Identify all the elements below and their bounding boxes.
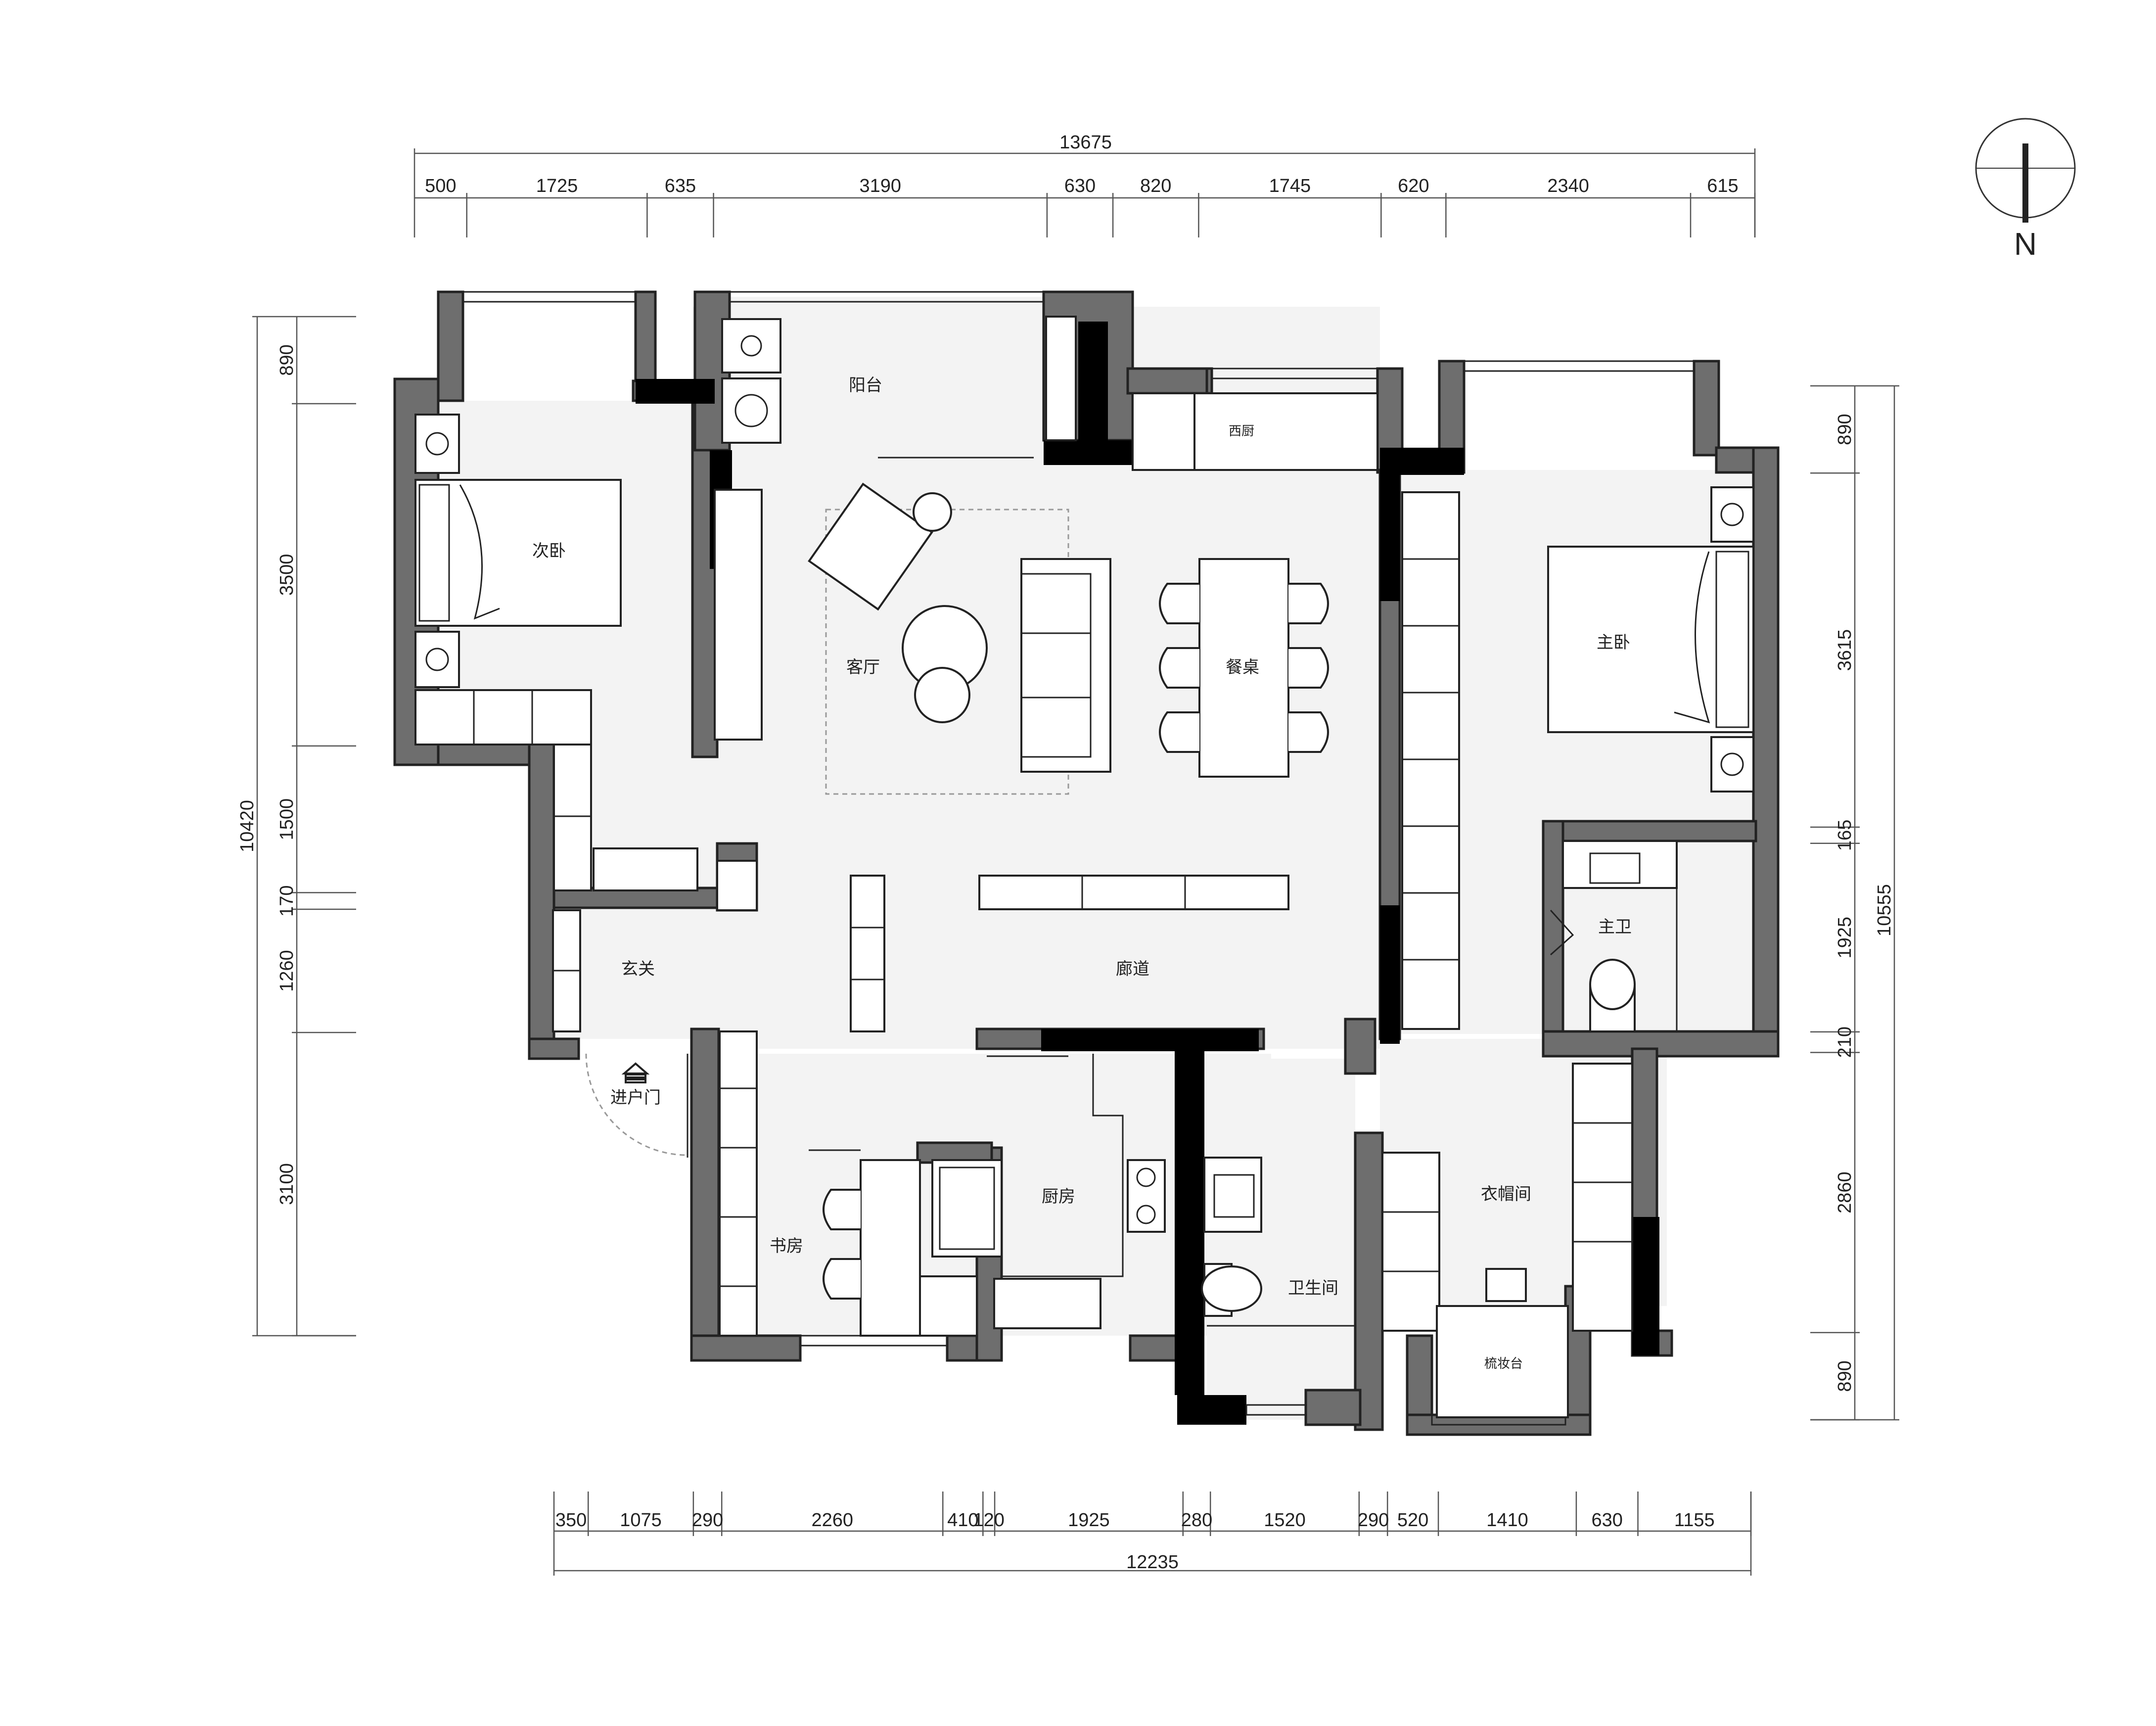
living-room-furniture [714, 482, 1111, 795]
room-label-master-bedroom: 主卧 [1597, 633, 1630, 653]
room-label-foyer: 玄关 [621, 959, 655, 979]
dim-top-segment: 2340 [1547, 176, 1589, 196]
dim-top-segment: 615 [1707, 176, 1738, 196]
windows [462, 291, 1695, 1426]
cloakroom-furniture [1381, 1063, 1633, 1418]
room-label-corridor: 廊道 [1116, 959, 1149, 979]
dim-bottom-segment: 290 [1358, 1510, 1389, 1531]
room-label-dining-table: 餐桌 [1226, 657, 1259, 677]
dim-top-segment: 820 [1140, 176, 1171, 196]
dim-top-segment: 630 [1064, 176, 1096, 196]
structural-walls [636, 322, 1659, 1425]
dim-bottom-segment: 350 [555, 1510, 587, 1531]
dim-bottom-segment: 1520 [1264, 1510, 1306, 1531]
dim-bottom-segment: 630 [1592, 1510, 1623, 1531]
dim-right-segment: 2860 [1835, 1171, 1855, 1213]
dim-left-segment: 170 [276, 886, 297, 917]
dim-bottom-segment: 1410 [1486, 1510, 1528, 1531]
room-label-master-bath: 主卫 [1598, 917, 1632, 937]
dim-top-segment: 500 [425, 176, 456, 196]
dim-bottom-segment: 1075 [620, 1510, 662, 1531]
kitchen-furniture [931, 1054, 1166, 1329]
dim-right-segment: 165 [1835, 820, 1855, 851]
dim-left-segment: 3500 [276, 554, 297, 596]
room-label-bathroom: 卫生间 [1288, 1278, 1338, 1298]
dim-right-segment: 3615 [1835, 629, 1855, 671]
dim-right-segment: 890 [1835, 414, 1855, 445]
room-label-west-kitchen: 西厨 [1229, 424, 1254, 439]
room-label-balcony: 阳台 [849, 375, 882, 395]
dim-right-segment: 890 [1835, 1360, 1855, 1392]
dim-left-segment: 1500 [276, 798, 297, 840]
master-bedroom-furniture [1547, 486, 1754, 793]
balcony-appliances [721, 316, 1378, 471]
corridor-cabinets [552, 491, 1460, 1337]
dim-bottom-segment: 120 [973, 1510, 1004, 1531]
room-label-second-bedroom: 次卧 [532, 541, 566, 561]
dim-left-segment: 3100 [276, 1163, 297, 1205]
dim-bottom-segment: 520 [1397, 1510, 1428, 1531]
dim-bottom-segment: 1155 [1674, 1510, 1715, 1531]
room-labels: 阳台 西厨 次卧 客厅 餐桌 主卧 主卫 玄关 廊道 进户门 书房 厨房 卫生间… [532, 375, 1632, 1371]
dim-bottom-segment: 280 [1181, 1510, 1212, 1531]
dim-left-segment: 1260 [276, 950, 297, 992]
dim-bottom-segment: 410 [947, 1510, 978, 1531]
dim-top-total: 13675 [1059, 132, 1112, 153]
room-label-living-room: 客厅 [846, 657, 880, 677]
dim-bottom-total: 12235 [1126, 1552, 1179, 1573]
room-label-study: 书房 [770, 1236, 803, 1256]
room-label-vanity: 梳妆台 [1484, 1356, 1523, 1371]
dim-top-segment: 3190 [859, 176, 901, 196]
dim-left-segment: 890 [276, 344, 297, 375]
dim-right-segment: 1925 [1835, 917, 1855, 959]
dim-left-total: 10420 [237, 800, 258, 852]
dim-top-segment: 635 [665, 176, 696, 196]
master-bath-fixtures [1550, 840, 1678, 1032]
dim-right-total: 10555 [1874, 884, 1895, 936]
dim-right-segment: 210 [1835, 1026, 1855, 1058]
dim-bottom-segment: 2260 [811, 1510, 853, 1531]
room-label-entry-door: 进户门 [610, 1088, 661, 1108]
dimension-lines [252, 148, 1899, 1576]
north-compass: N [1975, 118, 2076, 262]
dining-furniture [1159, 558, 1329, 778]
dim-bottom-segment: 290 [692, 1510, 723, 1531]
dim-top-segment: 1725 [536, 176, 578, 196]
dim-bottom-segment: 1925 [1068, 1510, 1110, 1531]
dim-top-segment: 620 [1398, 176, 1429, 196]
compass-north-label: N [2014, 226, 2037, 262]
second-bedroom-furniture [414, 414, 758, 911]
dimension-labels: 13675 500 1725 635 3190 630 820 1745 620 2340 615… [237, 132, 1895, 1573]
bathroom-fixtures [1201, 1157, 1355, 1327]
room-label-cloakroom: 衣帽间 [1481, 1184, 1531, 1204]
room-label-kitchen: 厨房 [1042, 1187, 1075, 1207]
dim-top-segment: 1745 [1269, 176, 1311, 196]
study-furniture [809, 1149, 978, 1337]
entry-door [585, 1053, 688, 1158]
